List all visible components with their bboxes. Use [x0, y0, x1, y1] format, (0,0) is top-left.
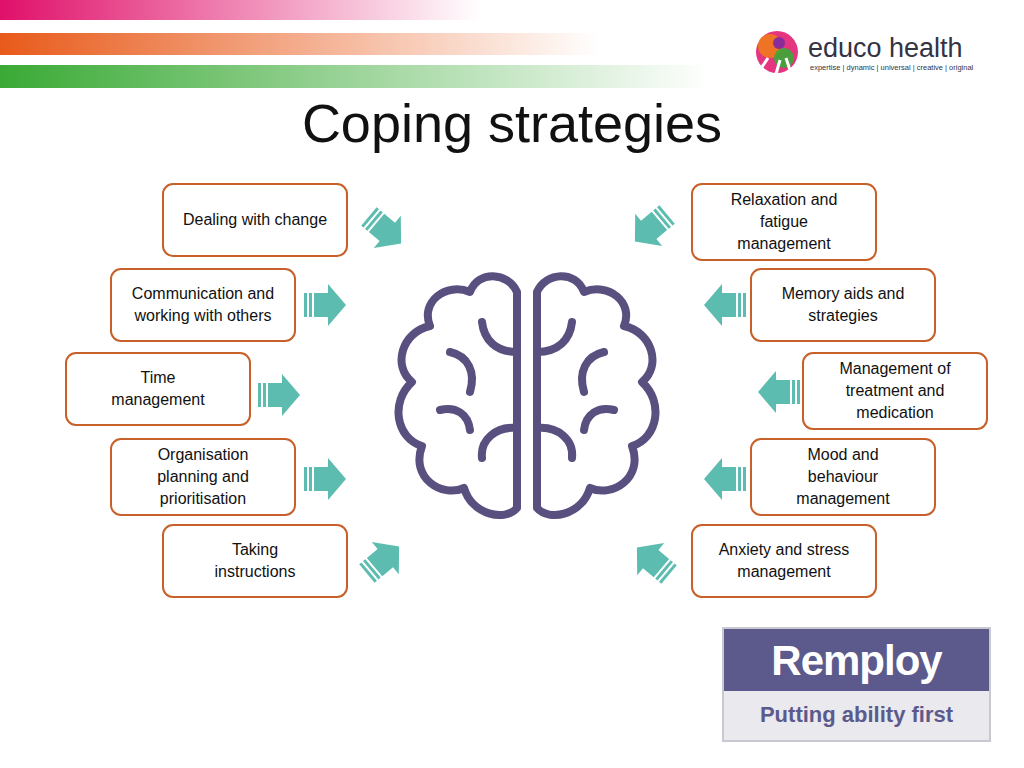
logo-wordmark: educo health — [808, 32, 963, 64]
brain-illustration — [399, 276, 656, 515]
strategy-box: Taking instructions — [162, 524, 348, 598]
strategy-label: Taking instructions — [190, 539, 320, 583]
strategy-label: Management of treatment and medication — [820, 358, 970, 424]
strategy-label: Time management — [93, 367, 223, 411]
strategy-label: Relaxation and fatigue management — [719, 189, 849, 255]
strategy-box: Dealing with change — [162, 183, 348, 257]
strategy-label: Memory aids and strategies — [778, 283, 908, 327]
strategy-box: Relaxation and fatigue management — [691, 183, 877, 261]
header-bar — [0, 0, 480, 20]
remploy-logo-band — [724, 629, 989, 691]
header-bar — [0, 33, 600, 55]
slide-title: Coping strategies — [0, 92, 1024, 154]
strategy-box: Management of treatment and medication — [802, 352, 988, 430]
strategy-box: Memory aids and strategies — [750, 268, 936, 342]
logo-tagline: expertise | dynamic | universal | creati… — [810, 63, 973, 72]
educo-logo-mark — [756, 31, 798, 74]
remploy-logo-box — [723, 628, 990, 741]
strategy-box: Time management — [65, 352, 251, 426]
strategy-label: Mood and behaviour management — [778, 444, 908, 510]
strategy-box: Mood and behaviour management — [750, 438, 936, 516]
strategy-box: Communication and working with others — [110, 268, 296, 342]
logo-wordmark: Remploy — [724, 636, 989, 686]
strategy-label: Dealing with change — [183, 209, 327, 231]
strategy-label: Communication and working with others — [128, 283, 278, 327]
strategy-label: Organisation planning and prioritisation — [138, 444, 268, 510]
strategy-label: Anxiety and stress management — [704, 539, 864, 583]
header-bar — [0, 65, 710, 88]
logo-tagline: Putting ability first — [724, 702, 989, 728]
strategy-box: Anxiety and stress management — [691, 524, 877, 598]
strategy-box: Organisation planning and prioritisation — [110, 438, 296, 516]
